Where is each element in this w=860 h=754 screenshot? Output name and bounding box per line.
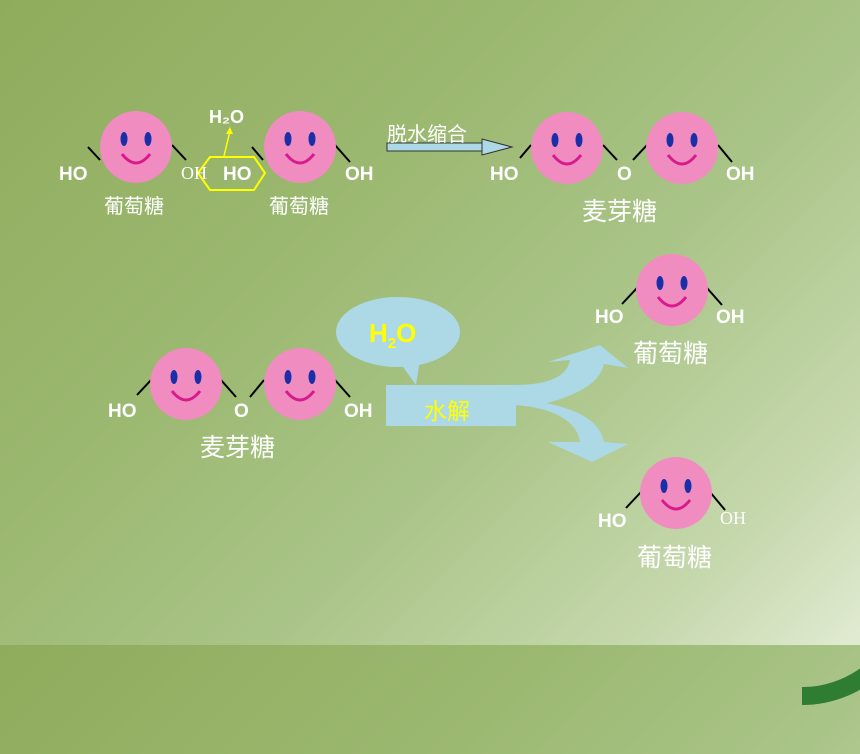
bottom-maltose-name: 麦芽糖 <box>200 433 276 462</box>
bottom-maltose <box>136 348 351 420</box>
smiley-face-icon <box>531 112 603 184</box>
bubble-water-formula: H2O <box>369 318 417 353</box>
condensation-label: 脱水缩合 <box>387 122 467 146</box>
product1-ho-label: HO <box>595 307 624 328</box>
product1-oh-label: OH <box>716 307 745 328</box>
smiley-face-icon <box>100 111 172 183</box>
smiley-face-icon <box>646 112 718 184</box>
glucose2-oh-label: OH <box>345 164 374 185</box>
smiley-face-icon <box>640 457 712 529</box>
hydrolysis-label: 水解 <box>424 399 470 425</box>
maltose-o-label: O <box>617 164 632 185</box>
glucose2-ho-label: HO <box>223 164 252 185</box>
bottom-maltose-oh-label: OH <box>344 401 373 422</box>
maltose-ho-label: HO <box>490 164 519 185</box>
glucose1-ho-label: HO <box>59 164 88 185</box>
reaction-diagram <box>87 111 733 529</box>
top-glucose-1 <box>87 111 187 183</box>
glucose2-name: 葡萄糖 <box>269 194 329 218</box>
water-formula: H₂O <box>209 107 244 127</box>
product2-ho-label: HO <box>598 511 627 532</box>
smiley-face-icon <box>264 348 336 420</box>
top-glucose-2 <box>251 111 351 183</box>
product1-name: 葡萄糖 <box>633 339 709 368</box>
product2-oh-label: OH <box>720 508 746 528</box>
product2-name: 葡萄糖 <box>637 543 713 572</box>
smiley-face-icon <box>264 111 336 183</box>
smiley-face-icon <box>150 348 222 420</box>
top-maltose <box>519 112 733 184</box>
maltose-name: 麦芽糖 <box>582 197 658 226</box>
glucose1-oh-label: OH <box>181 163 207 183</box>
bottom-maltose-ho-label: HO <box>108 401 137 422</box>
glucose1-name: 葡萄糖 <box>104 194 164 218</box>
maltose-oh-label: OH <box>726 164 755 185</box>
water-bubble <box>336 297 460 385</box>
hydrolysis-arrow <box>386 345 628 462</box>
water-removal-highlight <box>196 156 267 191</box>
product-glucose-2 <box>625 457 726 529</box>
smiley-face-icon <box>636 254 708 326</box>
product-glucose-1 <box>621 254 723 326</box>
condensation-arrow <box>386 138 514 156</box>
bottom-maltose-o-label: O <box>234 401 249 422</box>
